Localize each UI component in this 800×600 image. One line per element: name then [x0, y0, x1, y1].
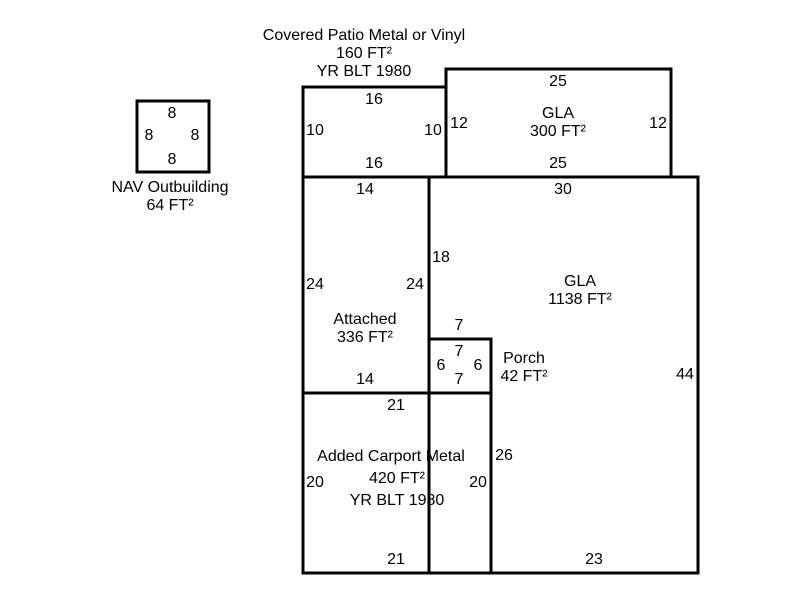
carport-area: 420 FT² — [368, 470, 426, 487]
gla-upper-dim-right: 12 — [649, 115, 667, 132]
patio-year: YR BLT 1980 — [316, 63, 412, 80]
gla-upper-dim-top: 25 — [549, 73, 567, 90]
carport-label: Added Carport Metal — [317, 448, 465, 465]
patio-area: 160 FT² — [335, 45, 393, 62]
patio-dim-top: 16 — [365, 91, 383, 108]
patio-dim-right: 10 — [424, 122, 442, 139]
attached-dim-right: 24 — [406, 276, 424, 293]
porch-label: Porch — [503, 350, 545, 367]
outbuilding-dim-right: 8 — [190, 127, 200, 144]
carport-dim-top: 21 — [387, 397, 405, 414]
porch-dim-right: 6 — [473, 357, 483, 374]
gla-upper-dim-left: 12 — [450, 115, 468, 132]
outbuilding-outline — [135, 99, 211, 174]
gla-main-dim-left-lower: 26 — [495, 447, 513, 464]
attached-dim-left: 24 — [306, 276, 324, 293]
gla-main-dim-top: 30 — [554, 181, 572, 198]
patio-label: Covered Patio Metal or Vinyl — [262, 27, 466, 44]
outbuilding-dim-bottom: 8 — [167, 151, 177, 168]
outbuilding-dim-top: 8 — [167, 105, 177, 122]
attached-area: 336 FT² — [336, 329, 394, 346]
porch-dim-left: 6 — [436, 357, 446, 374]
carport-year: YR BLT 1980 — [349, 492, 445, 509]
carport-dim-bottom: 21 — [387, 551, 405, 568]
carport-dim-right: 20 — [469, 474, 487, 491]
gla-main-area: 1138 FT² — [548, 291, 612, 308]
attached-dim-bottom: 14 — [356, 371, 374, 388]
carport-outline — [301, 391, 493, 575]
carport-dim-left: 20 — [306, 474, 324, 491]
gla-main-label: GLA — [563, 273, 597, 290]
gla-main-dim-porch-top: 7 — [454, 317, 464, 334]
gla-upper-dim-bottom: 25 — [549, 155, 567, 172]
porch-dim-top: 7 — [454, 343, 464, 360]
porch-area: 42 FT² — [500, 368, 548, 385]
attached-label: Attached — [333, 311, 397, 328]
gla-main-dim-bottom: 23 — [585, 551, 603, 568]
outbuilding-dim-left: 8 — [144, 127, 154, 144]
outbuilding-area: 64 FT² — [146, 197, 194, 214]
outbuilding-label: NAV Outbuilding — [111, 179, 229, 196]
gla-upper-area: 300 FT² — [529, 123, 587, 140]
patio-dim-left: 10 — [306, 122, 324, 139]
porch-dim-bottom: 7 — [454, 371, 464, 388]
gla-main-outline — [427, 175, 700, 575]
patio-dim-bottom: 16 — [365, 155, 383, 172]
gla-upper-label: GLA — [541, 105, 575, 122]
gla-main-dim-left-upper: 18 — [432, 249, 450, 266]
gla-main-dim-right: 44 — [676, 366, 694, 383]
attached-dim-top: 14 — [356, 181, 374, 198]
